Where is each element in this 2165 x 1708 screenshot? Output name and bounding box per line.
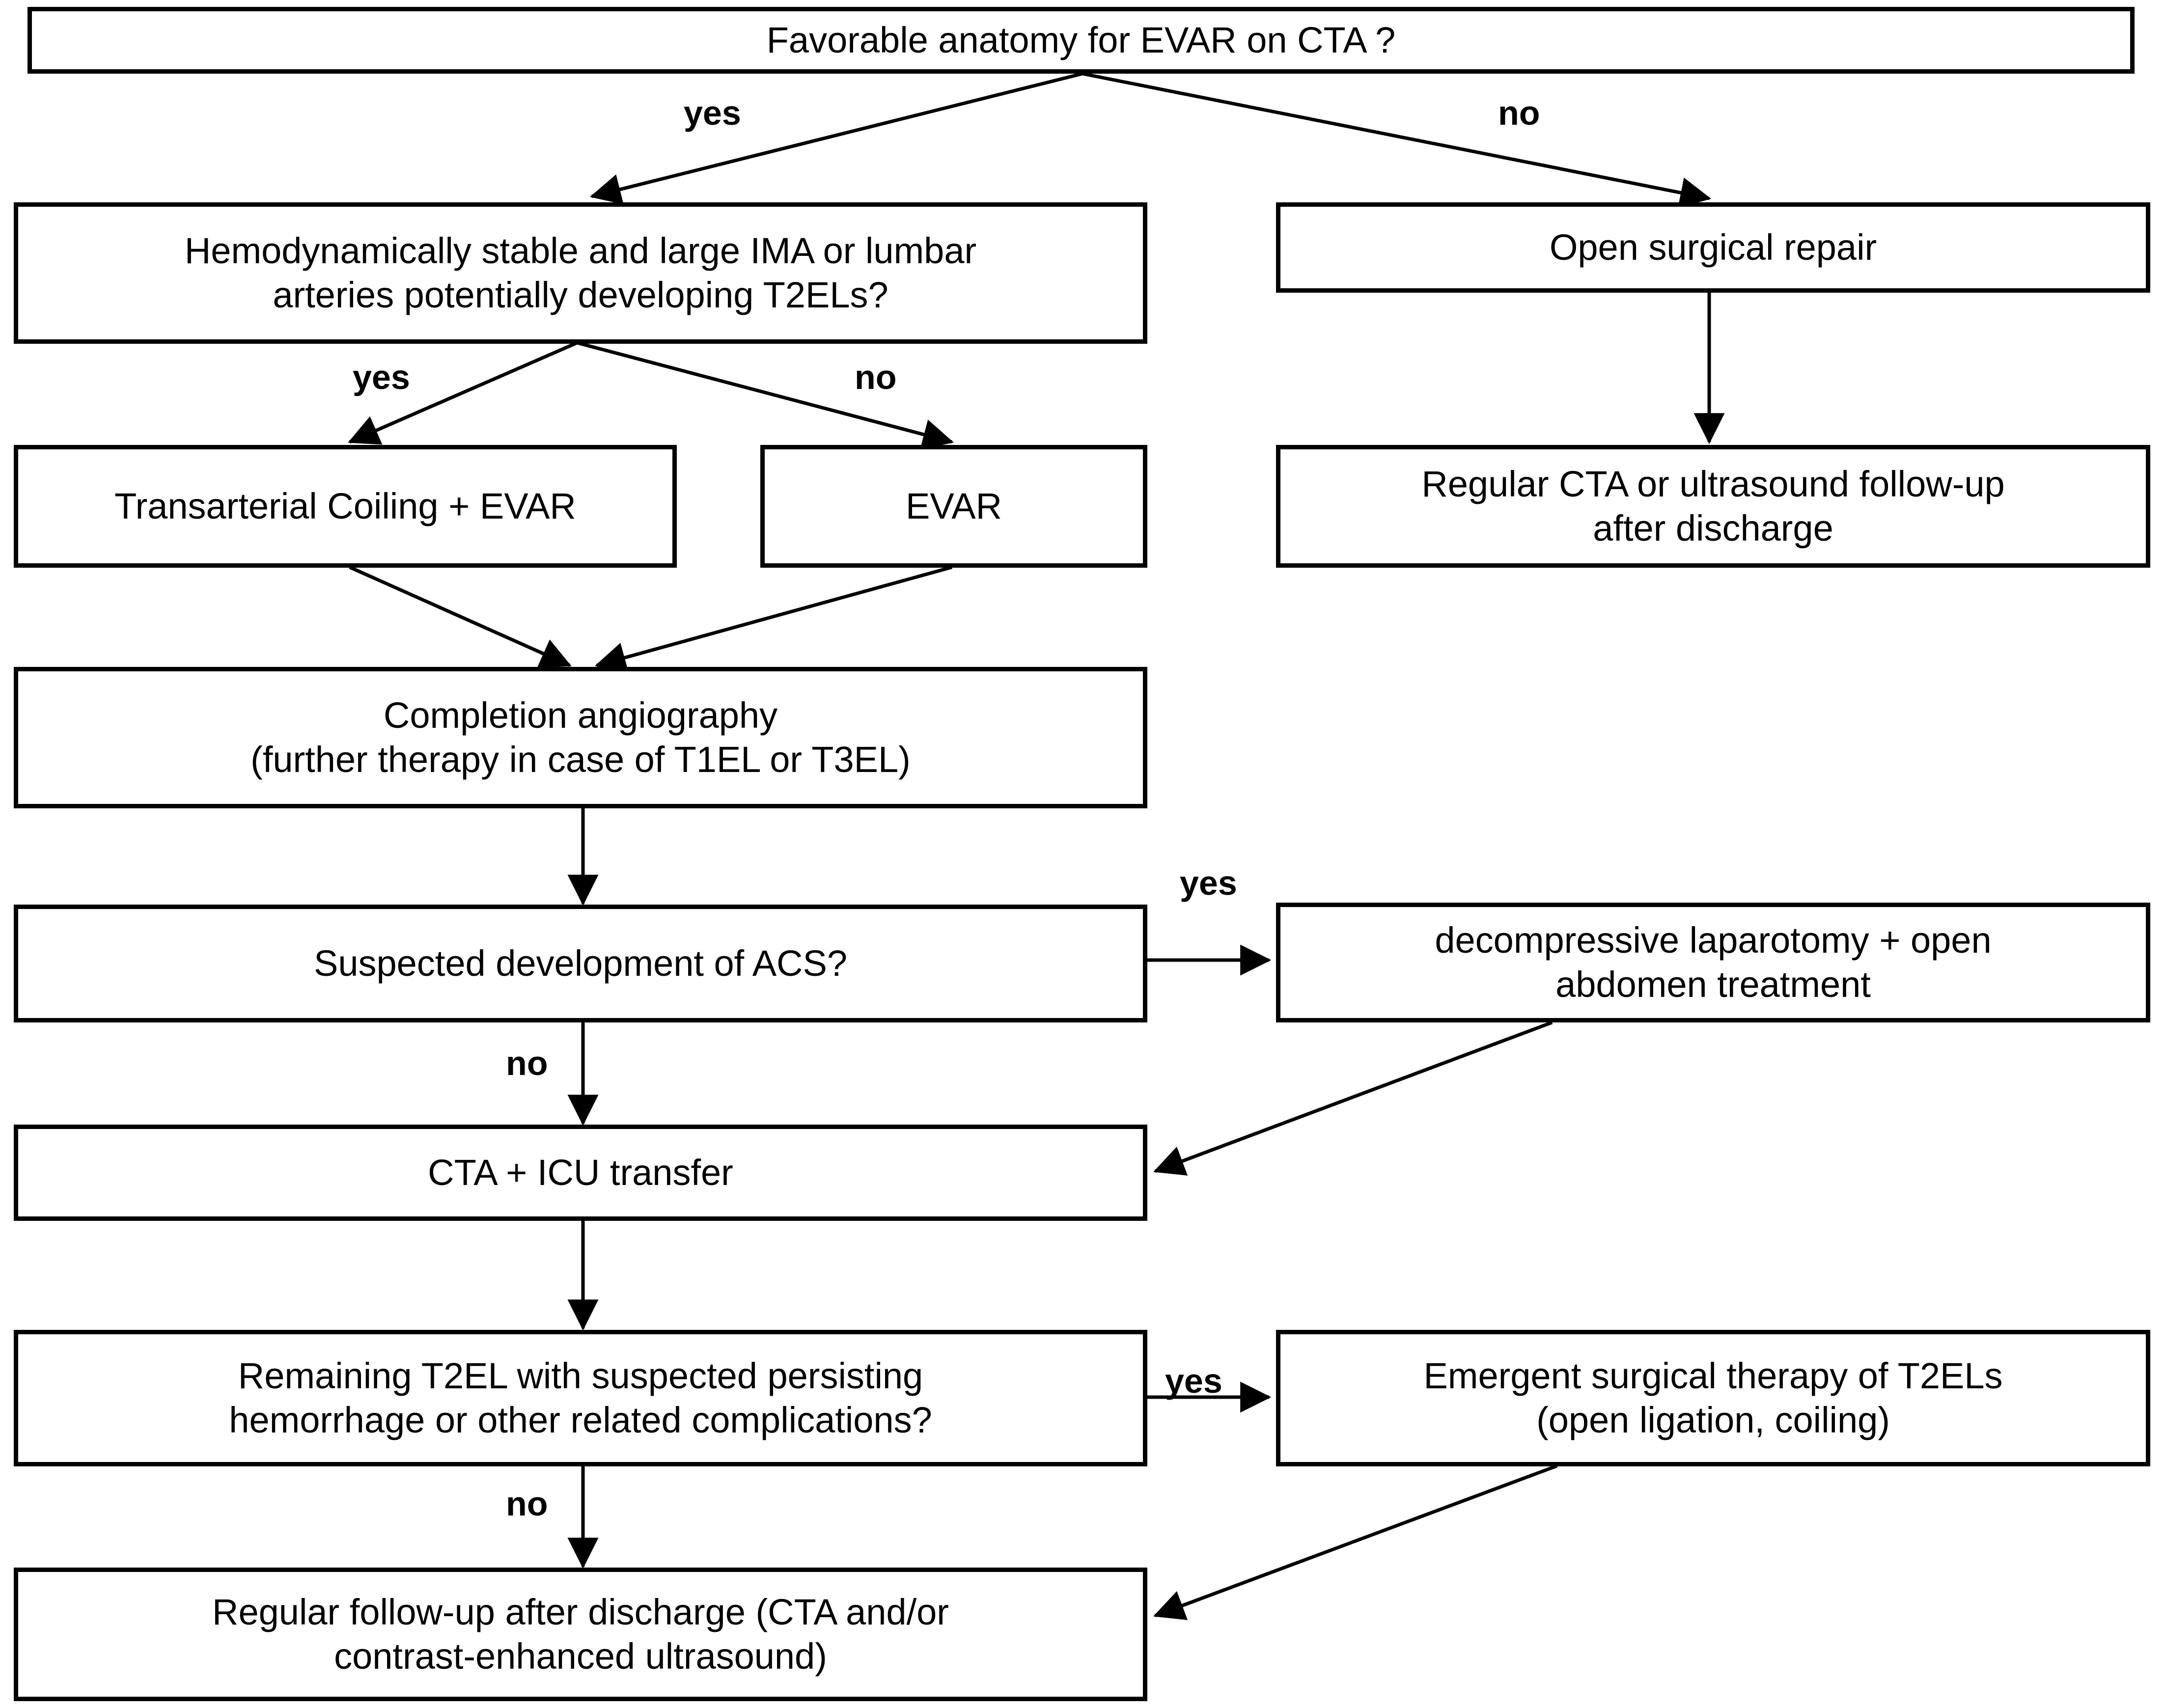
edge-label-no-anatomy: no	[1498, 94, 1540, 132]
node-completion-angiography[interactable]: Completion angiography (further therapy …	[14, 667, 1147, 808]
node-emergent-surgical-therapy[interactable]: Emergent surgical therapy of T2ELs (open…	[1276, 1330, 2150, 1466]
node-decompressive-laparotomy[interactable]: decompressive laparotomy + open abdomen …	[1276, 903, 2150, 1022]
node-open-surgical-repair[interactable]: Open surgical repair	[1276, 202, 2150, 293]
edge-anatomy-yes	[589, 72, 1083, 205]
node-regular-followup-discharge[interactable]: Regular follow-up after discharge (CTA a…	[14, 1568, 1147, 1701]
node-favorable-anatomy[interactable]: Favorable anatomy for EVAR on CTA ?	[28, 7, 2135, 74]
edge-hemodynamic-yes	[348, 341, 578, 445]
node-label: EVAR	[905, 485, 1002, 526]
node-label: Emergent surgical therapy of T2ELs (open…	[1423, 1355, 2003, 1440]
node-label: Favorable anatomy for EVAR on CTA ?	[766, 19, 1396, 60]
node-label: Regular follow-up after discharge (CTA a…	[212, 1591, 949, 1677]
node-label: CTA + ICU transfer	[428, 1152, 733, 1193]
node-label: Hemodynamically stable and large IMA or …	[184, 230, 977, 315]
node-label: Remaining T2EL with suspected persisting…	[229, 1355, 932, 1440]
node-evar[interactable]: EVAR	[760, 445, 1147, 568]
edge-label-no-hemodynamic: no	[855, 358, 897, 396]
node-transarterial-coiling-evar[interactable]: Transarterial Coiling + EVAR	[14, 445, 677, 568]
edge-evar-to-angiography	[594, 565, 952, 673]
node-hemodynamically-stable[interactable]: Hemodynamically stable and large IMA or …	[14, 202, 1147, 344]
edge-hemodynamic-no	[577, 341, 954, 450]
edge-label-yes-anatomy: yes	[684, 94, 741, 132]
node-suspected-acs[interactable]: Suspected development of ACS?	[14, 905, 1147, 1022]
node-label: Open surgical repair	[1549, 226, 1877, 268]
edge-label-no-acs: no	[506, 1044, 548, 1082]
node-label: Regular CTA or ultrasound follow-up afte…	[1421, 463, 2005, 549]
node-cta-icu-transfer[interactable]: CTA + ICU transfer	[14, 1125, 1147, 1221]
node-regular-cta-ultrasound-followup[interactable]: Regular CTA or ultrasound follow-up afte…	[1276, 445, 2150, 568]
node-remaining-t2el[interactable]: Remaining T2EL with suspected persisting…	[14, 1330, 1147, 1466]
edge-label-yes-acs: yes	[1180, 864, 1237, 902]
edge-anatomy-no	[1082, 72, 1712, 208]
edge-emergent-to-followup	[1153, 1464, 1558, 1620]
node-label: Suspected development of ACS?	[313, 942, 848, 984]
edge-label-yes-hemodynamic: yes	[353, 358, 410, 396]
node-label: Completion angiography (further therapy …	[250, 694, 911, 780]
edge-laparotomy-to-icu	[1153, 1020, 1553, 1176]
node-label: decompressive laparotomy + open abdomen …	[1435, 919, 1992, 1005]
edge-coiling-to-angiography	[349, 565, 572, 668]
edge-label-yes-t2el: yes	[1165, 1362, 1222, 1400]
edge-label-no-t2el: no	[506, 1485, 548, 1523]
node-label: Transarterial Coiling + EVAR	[114, 485, 576, 526]
